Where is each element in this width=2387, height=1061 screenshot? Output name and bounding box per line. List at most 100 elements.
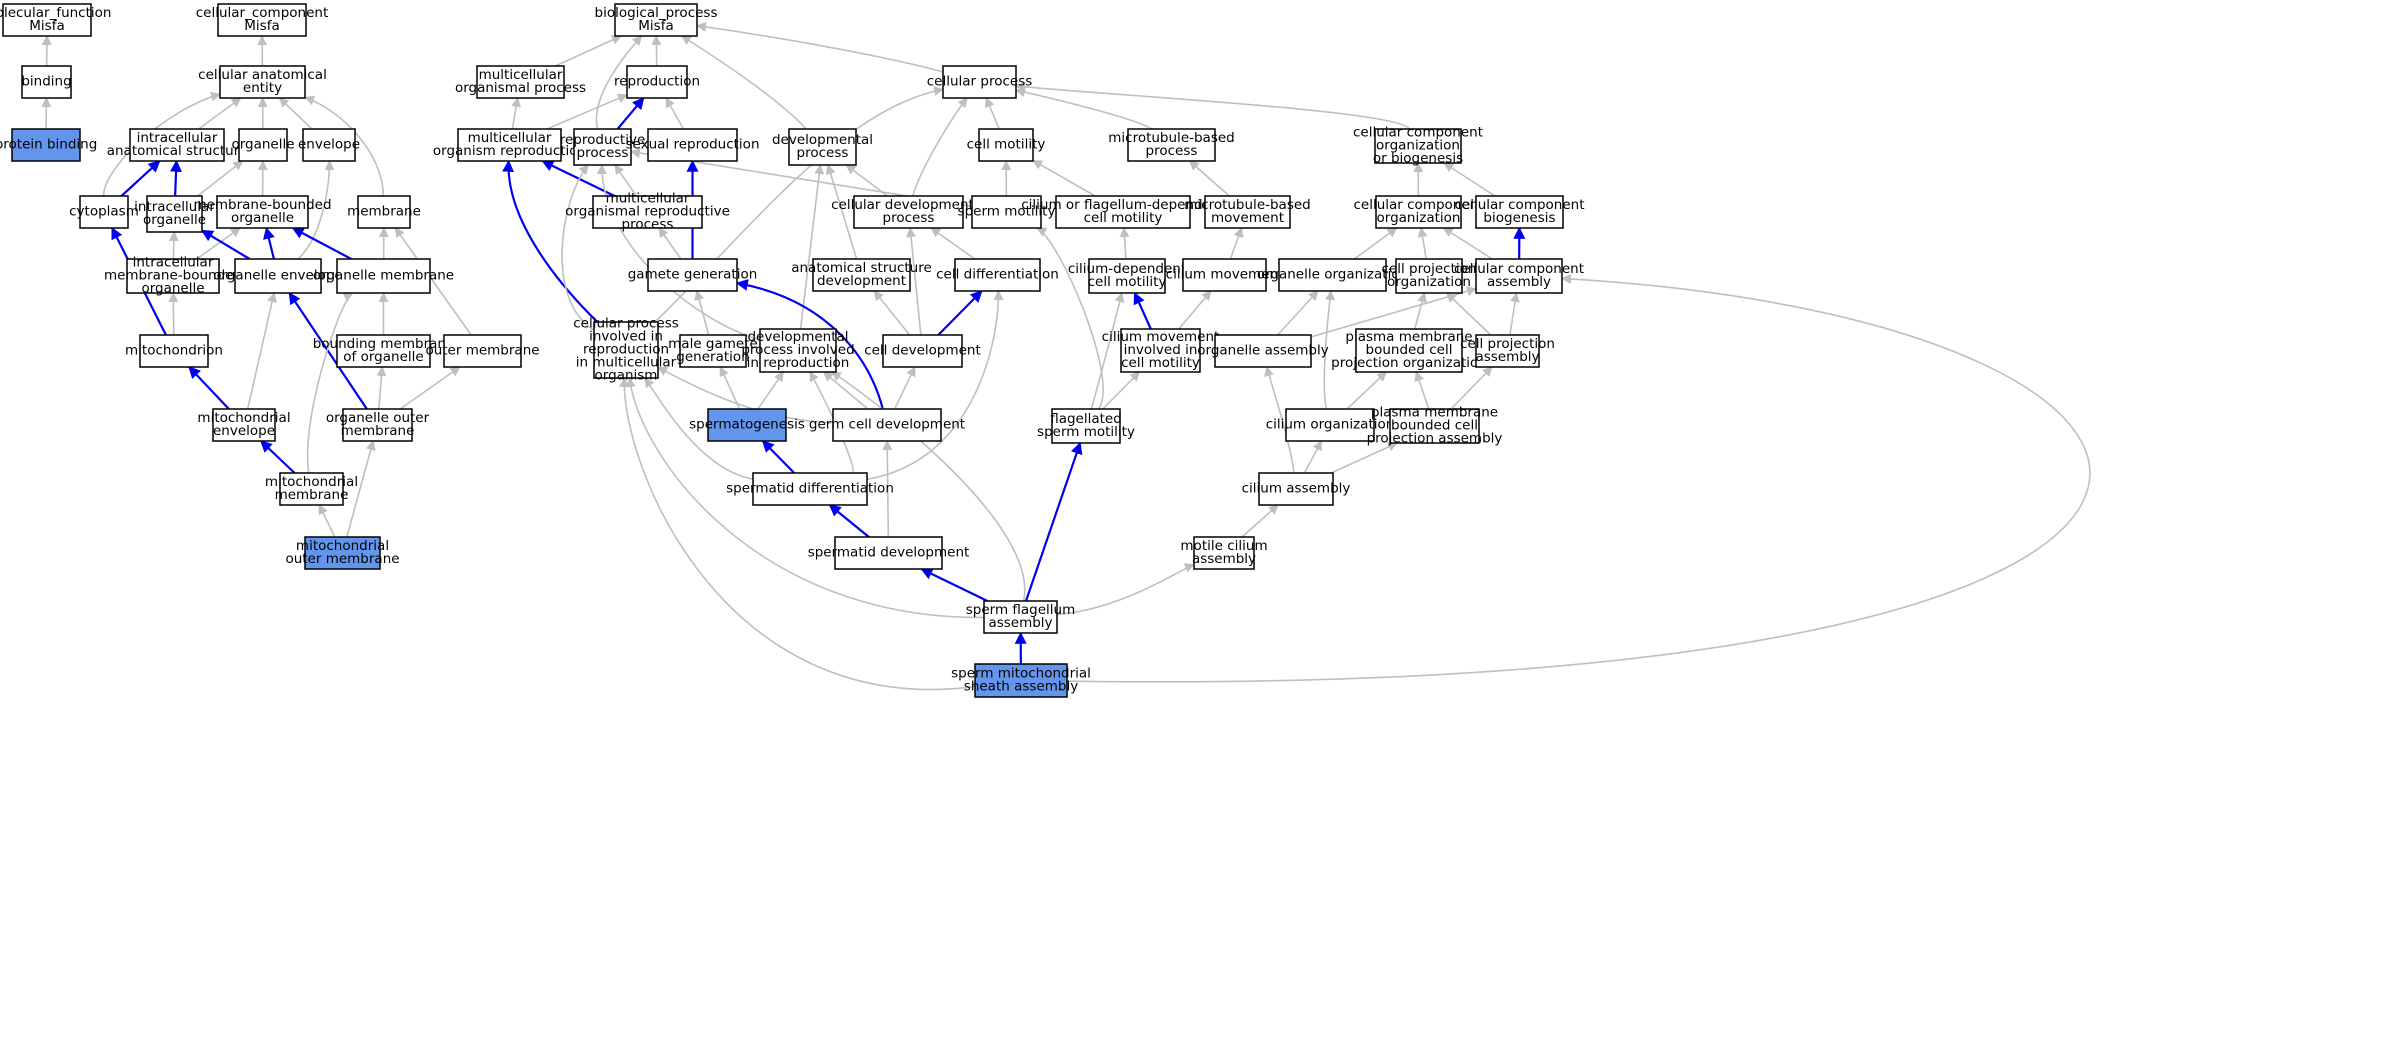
edge-celldev-to-asd (873, 290, 911, 336)
edge-orgenv-to-mbo (263, 226, 275, 260)
term-label: multicellular (606, 191, 690, 207)
term-node-cilorg[interactable]: cilium organization (1266, 408, 1395, 442)
term-label: cilium-dependent (1068, 261, 1186, 277)
term-label: generation (676, 349, 749, 365)
term-node-sdiff[interactable]: spermatid differentiation (726, 472, 894, 506)
term-node-envelope[interactable]: envelope (298, 128, 360, 162)
term-node-sdev[interactable]: spermatid development (808, 536, 970, 570)
term-label: organelle envelope (213, 268, 342, 284)
term-box (234, 258, 322, 294)
term-label: cell motility (1088, 274, 1167, 290)
term-label: Misfa (638, 18, 673, 34)
term-node-protbind[interactable]: protein binding (0, 128, 97, 162)
term-box (1088, 258, 1166, 294)
term-node-orgasm[interactable]: organelle assembly (1197, 334, 1329, 368)
term-node-organelle[interactable]: organelle (231, 128, 295, 162)
term-label: outer membrane (285, 551, 399, 567)
term-node-orgmem[interactable]: organelle membrane (313, 258, 454, 294)
term-node-gamgen[interactable]: gamete generation (628, 258, 758, 292)
term-node-cilasm[interactable]: cilium assembly (1242, 472, 1351, 506)
term-label: cilium movement (1102, 329, 1220, 345)
edge-celldev-to-cdp (906, 227, 922, 336)
edge-mca-to-cilasm (1241, 504, 1279, 538)
term-node-membrane[interactable]: membrane (347, 195, 421, 229)
term-node-orgenv[interactable]: organelle envelope (213, 258, 343, 294)
term-node-mito[interactable]: mitochondrion (125, 334, 223, 368)
term-label: male gamete (668, 336, 758, 352)
edge-spermat-to-mgg (719, 366, 741, 410)
edge-cdp-to-devp (845, 164, 888, 197)
term-node-sexrep[interactable]: sexual reproduction (625, 128, 760, 162)
term-box (336, 258, 431, 294)
term-node-cellproc[interactable]: cellular process (927, 65, 1033, 99)
term-node-binding[interactable]: binding (21, 65, 72, 99)
term-box (647, 128, 738, 162)
edge-imbo-to-mbo (196, 227, 241, 260)
term-node-orgorg[interactable]: organelle organization (1257, 258, 1408, 292)
term-label: process (797, 145, 849, 161)
term-node-cilmov[interactable]: cilium movement (1166, 258, 1284, 292)
term-label: mitochondrial (265, 474, 358, 490)
term-box (238, 128, 288, 162)
term-node-cellmot[interactable]: cell motility (967, 128, 1046, 162)
term-label: cilium assembly (1242, 481, 1351, 497)
term-node-celldev[interactable]: cell development (864, 334, 981, 368)
term-label: multicellular (468, 130, 552, 146)
term-node-cytoplasm[interactable]: cytoplasm (69, 195, 139, 229)
term-node-celldiff[interactable]: cell differentiation (936, 258, 1059, 292)
term-node-gcd[interactable]: germ cell development (809, 408, 965, 442)
edge-morp-to-reprop (614, 164, 638, 197)
term-box (1374, 128, 1462, 164)
term-box (788, 128, 857, 166)
term-label: intracellular (137, 130, 218, 146)
term-node-spmot[interactable]: sperm motility (958, 195, 1056, 229)
edge-fsm-to-spmot (1036, 227, 1104, 410)
term-node-outmem[interactable]: outer membrane (425, 334, 540, 368)
term-box (832, 408, 942, 442)
edge-ccob-to-cellproc (1015, 81, 1411, 130)
edge-orgmem-to-mbo (291, 227, 352, 260)
term-node-repro[interactable]: reproduction (614, 65, 700, 99)
term-node-spermat[interactable]: spermatogenesis (689, 408, 805, 442)
